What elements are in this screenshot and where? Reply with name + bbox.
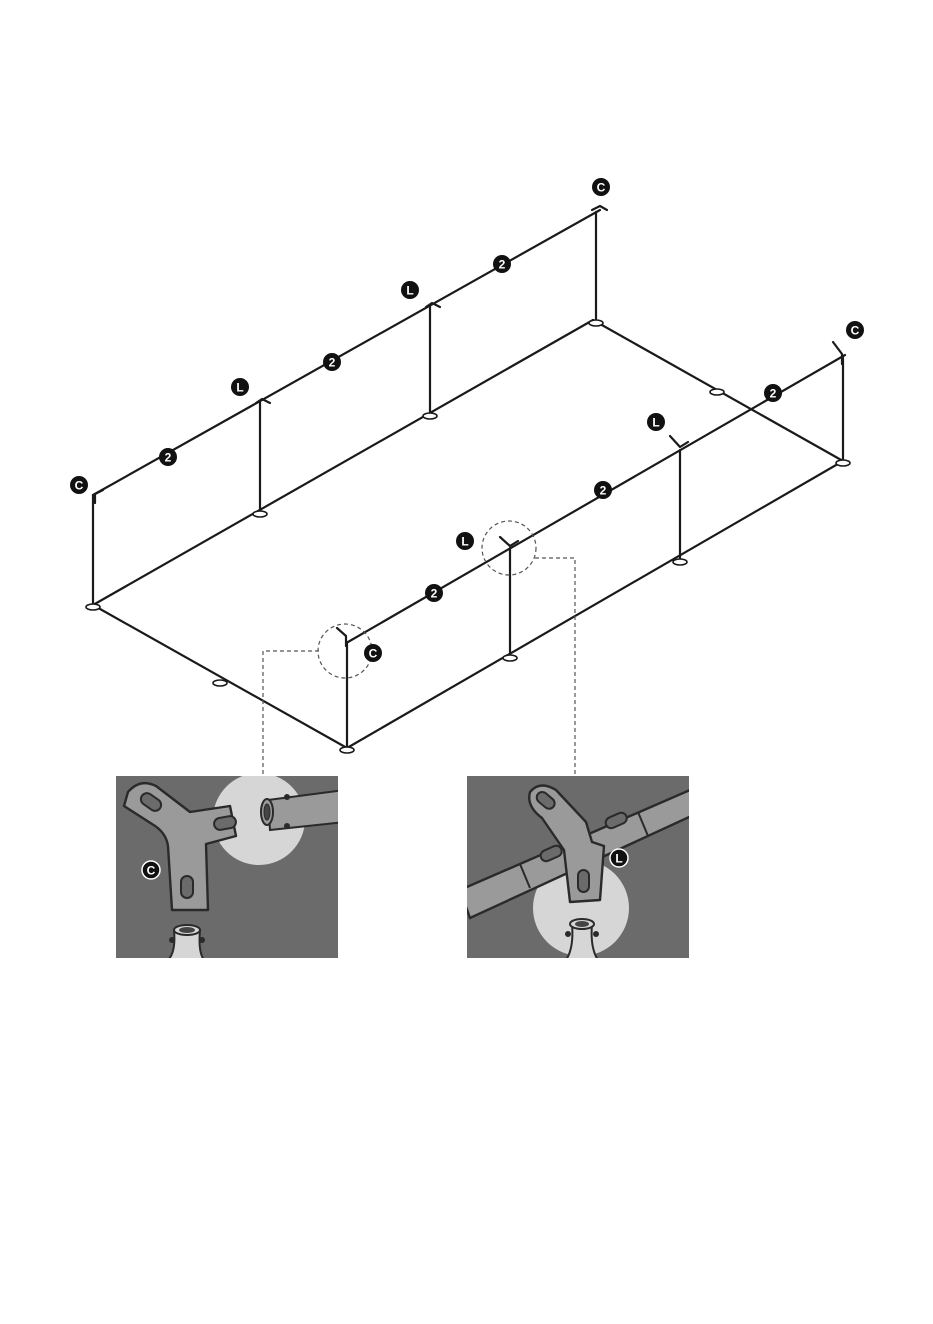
foot-front-left [340, 747, 354, 753]
bottom-rail-front [347, 461, 843, 748]
svg-text:2: 2 [165, 451, 172, 465]
svg-text:C: C [851, 324, 860, 338]
svg-text:C: C [369, 647, 378, 661]
badge-beam-back-2: 2 [323, 353, 341, 371]
badge-beam-back-3: 2 [493, 255, 511, 273]
badge-corner-front-left: C [364, 644, 382, 662]
foot-right-mid [710, 389, 724, 395]
foot-left-mid [213, 680, 227, 686]
zoom-circle-corner [318, 624, 372, 678]
badge-beam-front-2: 2 [594, 481, 612, 499]
svg-text:2: 2 [600, 484, 607, 498]
svg-text:L: L [406, 284, 413, 298]
connector-l-back-1 [256, 399, 270, 403]
foot-front-tee-1 [503, 655, 517, 661]
detail-corner-badge: C [142, 861, 160, 879]
svg-text:2: 2 [329, 356, 336, 370]
zoom-leader-corner [263, 651, 319, 775]
svg-text:C: C [597, 181, 606, 195]
part-badges: C 2 L 2 L 2 C C [70, 178, 864, 662]
badge-tee-front-1: L [456, 532, 474, 550]
badge-beam-front-3: 2 [764, 384, 782, 402]
svg-text:2: 2 [431, 587, 438, 601]
foot-back-left [86, 604, 100, 610]
detail-panel-corner: C [116, 773, 345, 960]
foot-back-tee-1 [253, 511, 267, 517]
foot-front-tee-2 [673, 559, 687, 565]
foot-back-tee-2 [423, 413, 437, 419]
svg-text:L: L [652, 416, 659, 430]
svg-text:C: C [147, 864, 156, 878]
svg-text:2: 2 [770, 387, 777, 401]
detail-tee-badge: L [610, 849, 628, 867]
svg-text:L: L [236, 381, 243, 395]
bottom-rail-left [93, 605, 347, 748]
frame-drawing [93, 206, 845, 748]
badge-tee-front-2: L [647, 413, 665, 431]
svg-text:2: 2 [499, 258, 506, 272]
foot-front-right [836, 460, 850, 466]
detail-panel-tee: L [460, 776, 700, 960]
svg-text:L: L [461, 535, 468, 549]
foot-back-right [589, 320, 603, 326]
connector-c-front-left [337, 628, 346, 646]
connector-l-front-2 [670, 436, 688, 447]
badge-tee-back-1: L [231, 378, 249, 396]
zoom-leader-tee [535, 558, 575, 775]
svg-text:L: L [615, 852, 622, 866]
badge-beam-back-1: 2 [159, 448, 177, 466]
badge-tee-back-2: L [401, 281, 419, 299]
badge-corner-back-left: C [70, 476, 88, 494]
zoom-callouts [263, 521, 575, 775]
badge-beam-front-1: 2 [425, 584, 443, 602]
svg-text:C: C [75, 479, 84, 493]
badge-corner-back-right: C [592, 178, 610, 196]
badge-corner-front-right: C [846, 321, 864, 339]
